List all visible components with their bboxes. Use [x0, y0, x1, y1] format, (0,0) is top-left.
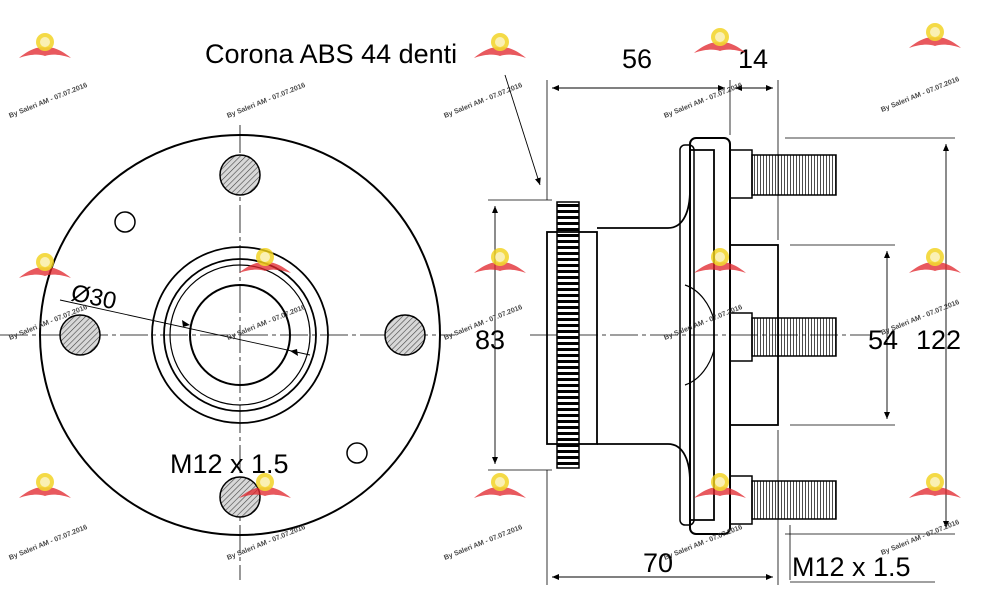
- stud-hole-right: [384, 314, 426, 356]
- stud-hole-bottom: [219, 476, 261, 518]
- dimension-54-label: 54: [868, 325, 898, 355]
- hub-ring-outer: [151, 246, 329, 424]
- abs-tone-ring: [556, 201, 580, 469]
- watermark-text: By Saleri AM - 07.07.2016: [880, 76, 960, 114]
- hub-body-rear: [546, 231, 598, 445]
- dimension-122-label: 122: [916, 325, 961, 355]
- small-hole-upper-left: [114, 211, 136, 233]
- watermark-text: By Saleri AM - 07.07.2016: [443, 82, 523, 120]
- watermark-text: By Saleri AM - 07.07.2016: [226, 304, 306, 342]
- watermark-text: By Saleri AM - 07.07.2016: [663, 304, 743, 342]
- front-thread-label: M12 x 1.5: [170, 449, 289, 479]
- hub-ring-inner: [169, 264, 311, 406]
- dimension-70-label: 70: [643, 548, 673, 578]
- side-view: 56 14 Corona ABS 44 denti 83 54 122 70 M…: [205, 39, 961, 585]
- small-hole-lower-right: [346, 442, 368, 464]
- dimension-83-label: 83: [475, 325, 505, 355]
- center-bore: [189, 284, 291, 386]
- watermark-text: By Saleri AM - 07.07.2016: [663, 524, 743, 562]
- watermark-text: By Saleri AM - 07.07.2016: [226, 82, 306, 120]
- watermark-text: By Saleri AM - 07.07.2016: [8, 524, 88, 562]
- wheel-stud-middle: [751, 317, 837, 357]
- watermark-text: By Saleri AM - 07.07.2016: [226, 524, 306, 562]
- hub-ring-middle: [163, 258, 317, 412]
- side-thread-label: M12 x 1.5: [792, 552, 911, 582]
- abs-ring-label: Corona ABS 44 denti: [205, 39, 457, 69]
- wheel-stud-top: [751, 154, 837, 196]
- dimension-14-label: 14: [738, 44, 768, 74]
- stud-hole-left: [59, 314, 101, 356]
- stud-hole-top: [219, 154, 261, 196]
- flange-outline: [39, 134, 441, 536]
- watermark-text: By Saleri AM - 07.07.2016: [880, 519, 960, 557]
- watermark-text: By Saleri AM - 07.07.2016: [8, 82, 88, 120]
- dimension-56-label: 56: [622, 44, 652, 74]
- watermark-text: By Saleri AM - 07.07.2016: [443, 524, 523, 562]
- wheel-stud-bottom: [751, 480, 837, 520]
- front-view: Ø30 M12 x 1.5: [0, 125, 455, 580]
- abs-ring-leader: [504, 74, 541, 186]
- diameter-leader: [59, 299, 311, 356]
- flange-inner-edge: [679, 144, 695, 526]
